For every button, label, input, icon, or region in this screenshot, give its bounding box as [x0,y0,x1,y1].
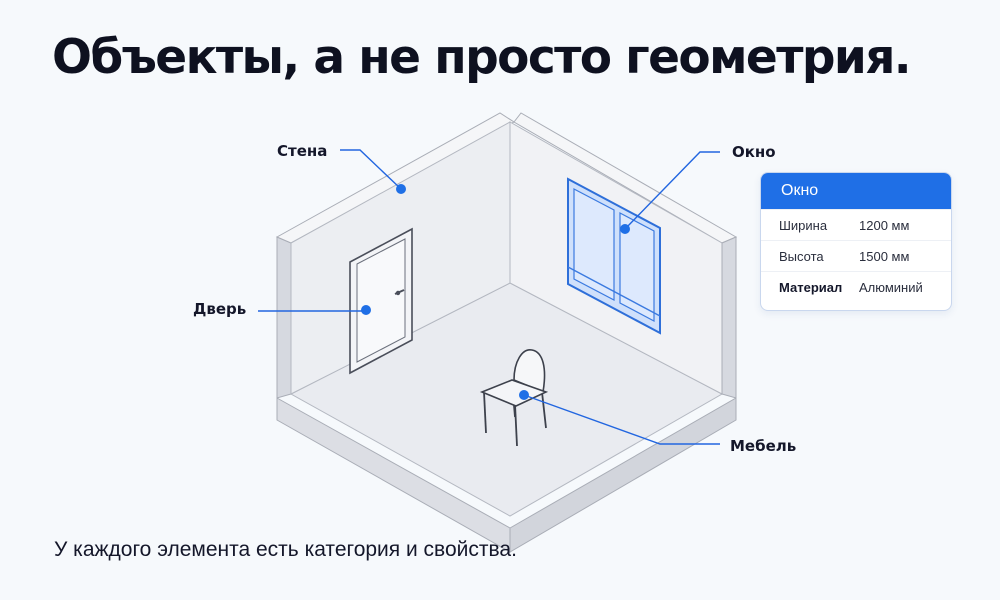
door-illustration [349,227,413,375]
callout-wall: Стена [277,142,328,160]
chair-illustration [479,349,549,447]
floor-slab-right [509,397,737,553]
furniture-leader [523,394,720,445]
property-value: 1200 мм [859,217,910,233]
window-property-card: Окно Ширина 1200 мм Высота 1500 мм Матер… [760,172,952,311]
wall-leader [340,149,402,190]
callout-window: Окно [732,143,776,161]
window-leader [624,151,720,230]
left-wall-edge [276,236,292,399]
wall-dot [396,184,406,194]
property-name: Высота [779,248,824,264]
property-row-material: Материал Алюминий [761,271,951,302]
window-dot [620,224,630,234]
callout-furniture: Мебель [730,437,797,455]
property-name: Ширина [779,217,828,233]
right-wall-edge [721,236,737,399]
property-value: Алюминий [859,279,923,295]
caption: У каждого элемента есть категория и свой… [54,538,517,561]
headline: Объекты, а не просто геометрия. [52,30,912,85]
furniture-dot [519,390,529,400]
property-row-height: Высота 1500 мм [761,240,951,271]
property-card-title: Окно [761,173,951,209]
property-value: 1500 мм [859,248,910,264]
door-dot [361,305,371,315]
property-name: Материал [779,279,843,295]
property-row-width: Ширина 1200 мм [761,209,951,240]
callout-door: Дверь [193,300,247,318]
callout-lines [258,149,720,445]
